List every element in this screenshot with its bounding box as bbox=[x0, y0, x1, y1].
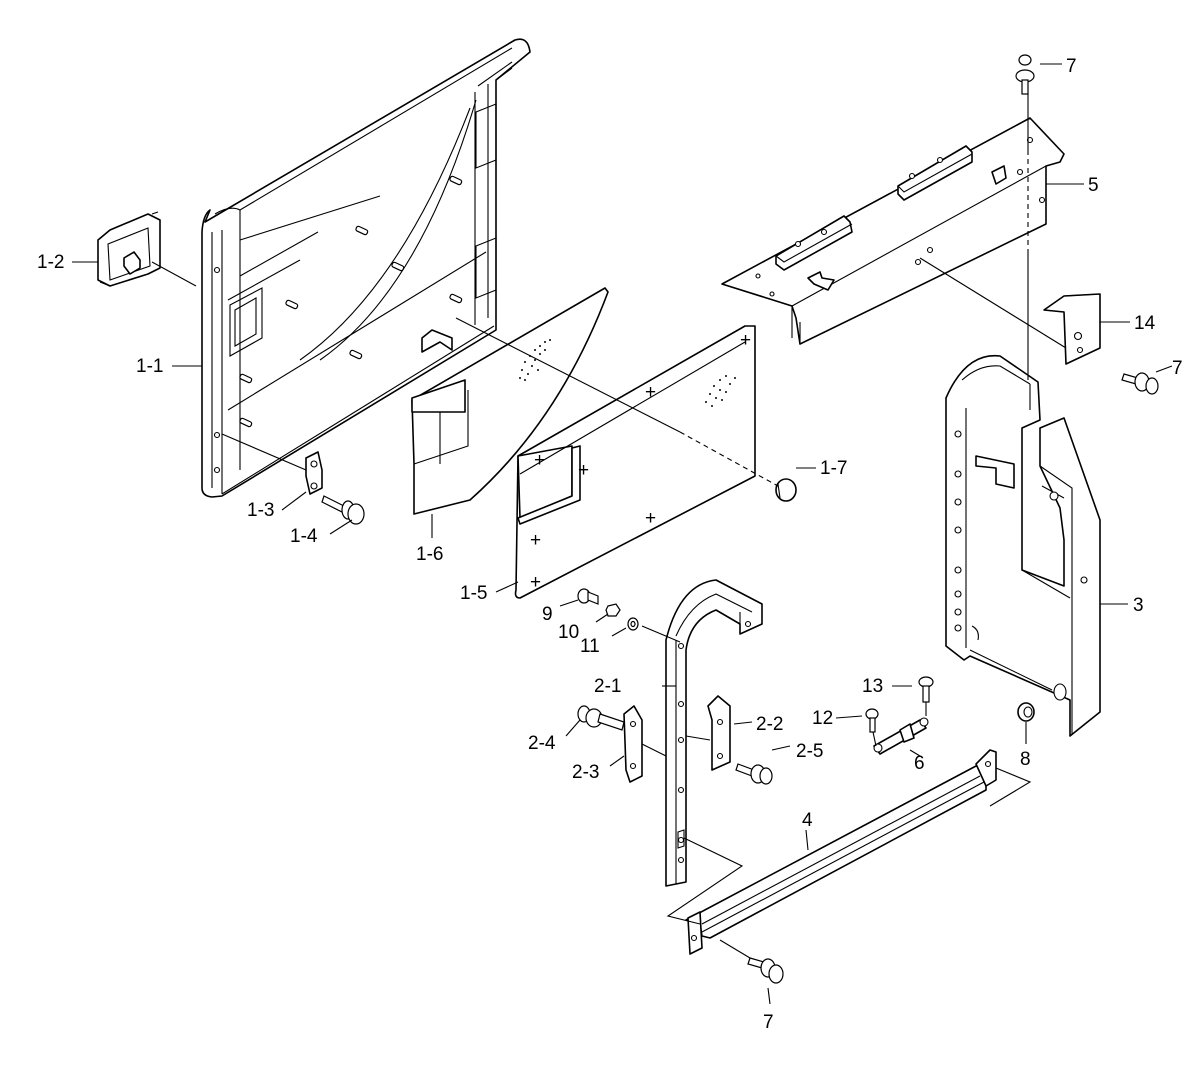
top-plate-5 bbox=[721, 117, 1065, 345]
label-7-top: 7 bbox=[1066, 56, 1077, 77]
svg-text:+: + bbox=[740, 330, 751, 351]
svg-text:+: + bbox=[530, 572, 541, 593]
label-1-1: 1-1 bbox=[136, 356, 163, 377]
label-9: 9 bbox=[542, 604, 553, 625]
grommet-8 bbox=[1017, 702, 1035, 722]
plug-1-7 bbox=[775, 478, 797, 502]
linkage-6 bbox=[873, 717, 929, 755]
svg-text:+: + bbox=[578, 460, 589, 481]
label-1-7: 1-7 bbox=[820, 458, 847, 479]
label-2-4: 2-4 bbox=[528, 733, 556, 754]
frame-3 bbox=[945, 354, 1101, 737]
screw-2-5 bbox=[735, 763, 773, 785]
screw-1-4 bbox=[321, 495, 365, 525]
cover-1-6 bbox=[411, 287, 609, 515]
bracket-2-3 bbox=[623, 705, 643, 783]
svg-text:+: + bbox=[645, 508, 656, 529]
bracket-1-3 bbox=[305, 451, 323, 495]
label-10: 10 bbox=[558, 622, 579, 643]
screw-7-top bbox=[1015, 54, 1035, 95]
label-14: 14 bbox=[1134, 313, 1156, 334]
svg-text:+: + bbox=[534, 450, 545, 471]
label-1-4: 1-4 bbox=[290, 526, 318, 547]
screw-12 bbox=[865, 708, 879, 733]
handle-1-2 bbox=[97, 211, 161, 287]
label-1-6: 1-6 bbox=[416, 544, 443, 565]
label-2-1: 2-1 bbox=[594, 676, 621, 697]
bolt-9 bbox=[577, 588, 599, 605]
label-8: 8 bbox=[1020, 749, 1031, 770]
screw-7-right bbox=[1121, 372, 1159, 395]
label-4: 4 bbox=[802, 810, 813, 831]
label-2-2: 2-2 bbox=[756, 714, 783, 735]
label-12: 12 bbox=[812, 708, 833, 729]
bracket-2-2 bbox=[707, 695, 731, 771]
label-1-3: 1-3 bbox=[247, 500, 274, 521]
screw-13 bbox=[918, 676, 934, 703]
svg-text:+: + bbox=[530, 530, 541, 551]
washer-11 bbox=[627, 617, 639, 631]
label-1-2: 1-2 bbox=[37, 252, 64, 273]
label-13: 13 bbox=[862, 676, 883, 697]
label-5: 5 bbox=[1088, 175, 1099, 196]
label-2-5: 2-5 bbox=[796, 741, 823, 762]
svg-text:+: + bbox=[645, 382, 656, 403]
panel-1-1 bbox=[201, 38, 531, 498]
label-7-right: 7 bbox=[1172, 358, 1183, 379]
label-7-bottom: 7 bbox=[763, 1012, 774, 1033]
part-labels: 1-2 1-1 1-3 1-4 1-6 1-5 1-7 7 5 14 7 3 8… bbox=[37, 56, 1183, 1033]
rail-4 bbox=[685, 749, 997, 955]
nut-10 bbox=[605, 603, 621, 617]
label-6: 6 bbox=[914, 753, 925, 774]
screw-2-4 bbox=[577, 705, 625, 731]
label-3: 3 bbox=[1133, 595, 1144, 616]
assembly-lines bbox=[151, 94, 1067, 959]
frame-2-1 bbox=[665, 579, 763, 887]
label-1-5: 1-5 bbox=[460, 583, 487, 604]
label-2-3: 2-3 bbox=[572, 762, 599, 783]
label-11: 11 bbox=[580, 636, 600, 657]
bracket-14 bbox=[1043, 293, 1101, 365]
label-leaders bbox=[72, 63, 1173, 1005]
screw-7-bottom bbox=[747, 957, 784, 984]
